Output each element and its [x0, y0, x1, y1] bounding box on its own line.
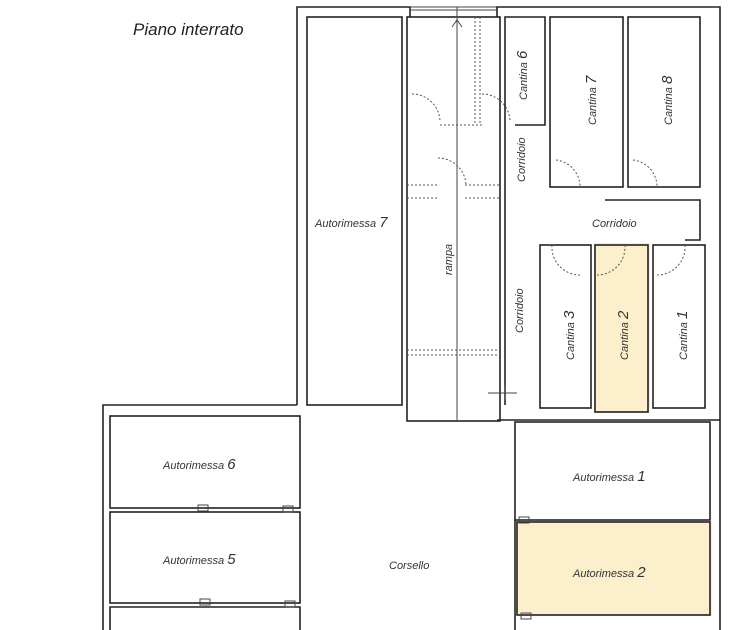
cantina-3-room	[539, 244, 592, 409]
walls	[102, 6, 721, 630]
plan-title: Piano interrato	[133, 20, 244, 39]
autorimessa-1-room	[514, 421, 711, 521]
autorimessa-1-label: Autorimessa 1	[572, 468, 646, 485]
cantina-7-room	[549, 16, 624, 188]
autorimessa-5-room	[109, 511, 301, 604]
cantina-2-highlight	[594, 243, 650, 413]
corridoio-side-label: Corridoio	[514, 288, 526, 333]
cantina-1-room	[652, 244, 706, 409]
cantina-8-label: Cantina 8	[659, 75, 676, 125]
autorimessa-7-room	[306, 16, 403, 406]
room-labels: Autorimessa 7 rampa Cantina 6 Cantina 7 …	[162, 50, 691, 581]
cantina-3-label: Cantina 3	[561, 310, 578, 360]
rampa-label: rampa	[443, 244, 455, 275]
corridoio-mid-label: Corridoio	[592, 218, 637, 230]
cantina-1-label: Cantina 1	[674, 311, 691, 360]
cantina-2-label: Cantina 2	[615, 310, 632, 360]
cantina-2-room	[594, 244, 649, 413]
corsello-label: Corsello	[389, 560, 429, 572]
cantina-8-room	[627, 16, 701, 188]
autorimessa-6-label: Autorimessa 6	[162, 456, 236, 473]
autorimessa-2-label: Autorimessa 2	[572, 564, 646, 581]
cantina-6-label: Cantina 6	[514, 50, 531, 100]
corridoio-top-label: Corridoio	[516, 137, 528, 182]
autorimessa-5-label: Autorimessa 5	[162, 551, 236, 568]
autorimessa-6-room	[109, 415, 301, 509]
autorimessa-2-highlight	[516, 521, 712, 616]
autorimessa-7-label: Autorimessa 7	[314, 214, 388, 231]
autorimessa-2-room	[516, 521, 711, 616]
cantina-7-label: Cantina 7	[583, 75, 600, 125]
ramp-room	[406, 16, 501, 422]
